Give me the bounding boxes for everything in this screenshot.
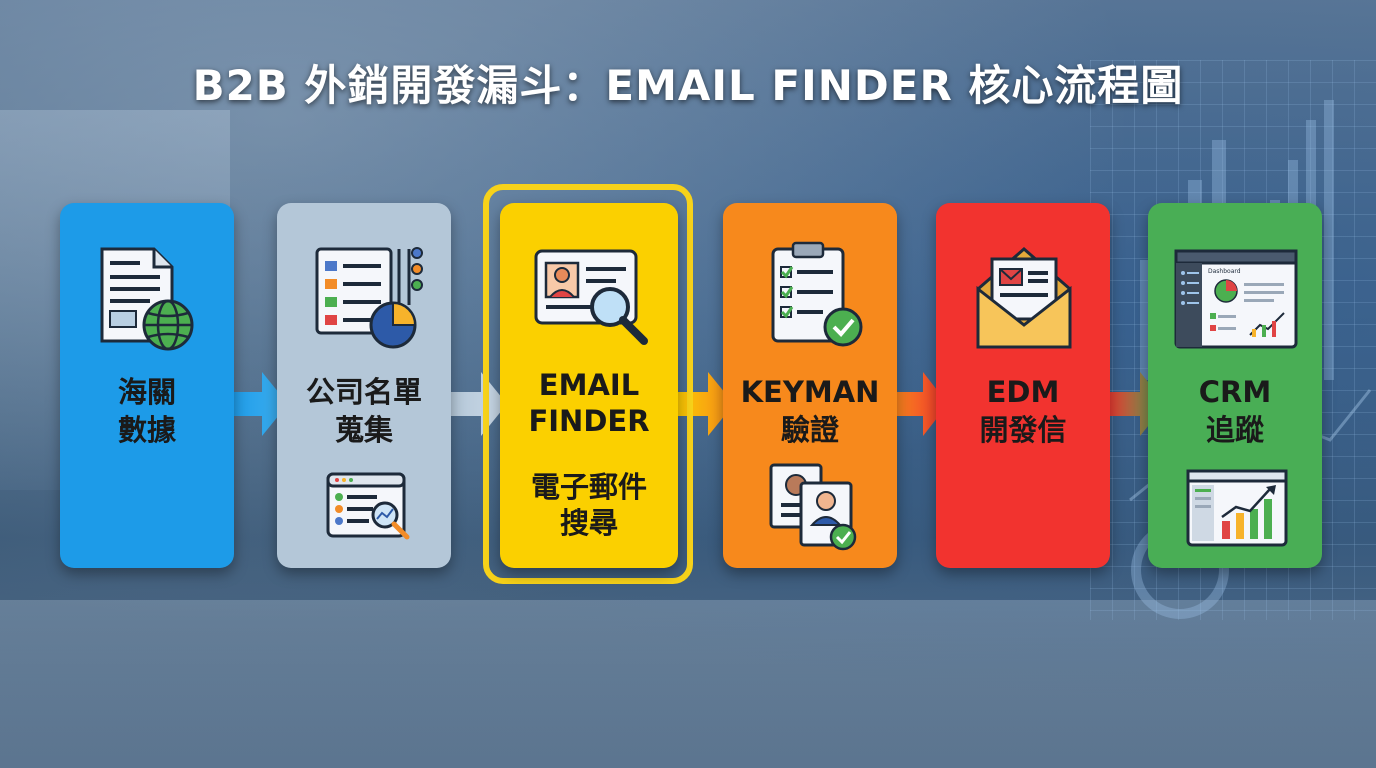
step-label-line: 電子郵件 [530, 470, 647, 504]
open-envelope-icon [976, 247, 1072, 349]
document-globe-icon [100, 247, 194, 351]
diagram-title: B2B 外銷開發漏斗：EMAIL FINDER 核心流程圖 [192, 61, 1184, 110]
step-label-line: 追蹤 [1205, 413, 1264, 447]
step-label-line: 蒐集 [334, 413, 393, 447]
step-label-line: KEYMAN [740, 375, 880, 409]
step-label-line: FINDER [528, 404, 650, 438]
step-label: 公司名單 蒐集 [277, 373, 451, 449]
id-card-magnifier-icon [534, 249, 648, 345]
step-edm-outreach: EDM 開發信 [936, 203, 1110, 568]
step-label-line: 數據 [117, 413, 176, 447]
background-table [0, 600, 1376, 768]
dashboard-label: Dashboard [1208, 268, 1241, 275]
clipboard-checklist-icon [771, 241, 863, 347]
step-label-line: 海關 [117, 375, 176, 409]
arrow-2-to-3 [447, 372, 507, 436]
step-label: 海關 數據 [60, 373, 234, 449]
browser-search-icon [326, 472, 410, 540]
step-label: EDM 開發信 [936, 373, 1110, 449]
dashboard-window-icon: Dashboard [1174, 249, 1298, 349]
growth-chart-window-icon [1186, 469, 1288, 547]
step-company-list: 公司名單 蒐集 [277, 203, 451, 568]
step-label: CRM 追蹤 [1148, 373, 1322, 449]
step-label-line: 搜尋 [559, 506, 618, 540]
arrow-3-to-4 [672, 372, 734, 436]
step-label-line: 開發信 [979, 413, 1067, 447]
step-label-line: 驗證 [780, 413, 839, 447]
step-customs-data: 海關 數據 [60, 203, 234, 568]
step-label-line: EDM [986, 375, 1060, 409]
step-keyman-verification: KEYMAN 驗證 [723, 203, 897, 568]
profile-documents-icon [769, 463, 857, 551]
highlight-frame [483, 184, 693, 584]
step-label: KEYMAN 驗證 [723, 373, 897, 449]
step-email-finder: EMAIL FINDER 電子郵件 搜尋 [500, 203, 678, 568]
step-label-line: EMAIL [538, 368, 640, 402]
step-label: EMAIL FINDER [500, 367, 678, 439]
step-crm-tracking: Dashboard CRM 追蹤 [1148, 203, 1322, 568]
step-label-line: 公司名單 [305, 375, 422, 409]
list-pie-chart-icon [315, 247, 423, 349]
step-sublabel: 電子郵件 搜尋 [500, 469, 678, 541]
arrow-4-to-5 [893, 372, 948, 436]
step-label-line: CRM [1198, 375, 1272, 409]
arrow-1-to-2 [228, 372, 288, 436]
